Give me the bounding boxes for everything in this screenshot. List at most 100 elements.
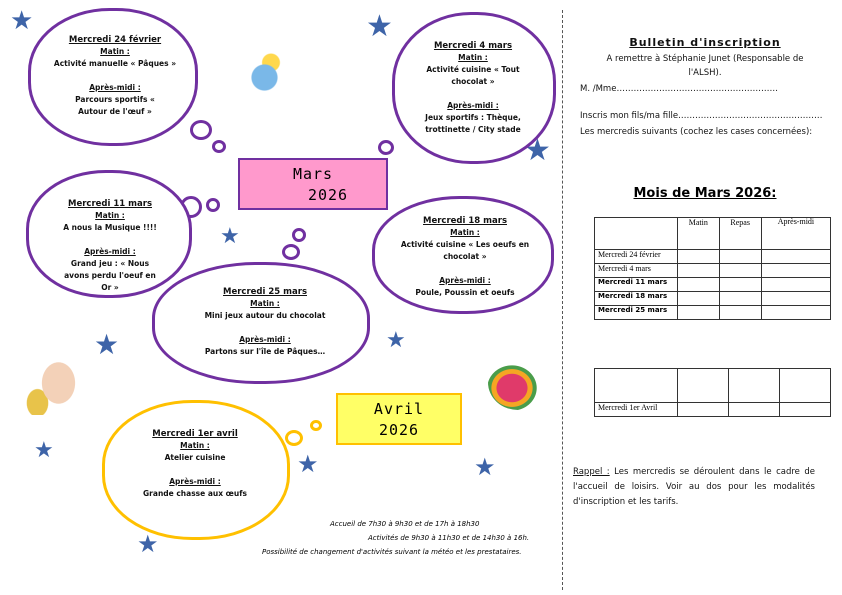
child-name-field[interactable]: Inscris mon fils/ma fille………………………………………… (580, 111, 823, 121)
table-header: Après-midi (760, 217, 832, 250)
matin-label: Matin : (458, 53, 488, 62)
star-icon: ★ (34, 438, 54, 463)
apres-midi-activity: Grande chasse aux œufs (143, 489, 247, 498)
matin-activity: Activité manuelle « Pâques » (53, 59, 177, 68)
form-instructions: Les mercredis suivants (cochez les cases… (580, 127, 813, 137)
rappel-text: Les mercredis se déroulent dans le cadre… (573, 467, 816, 507)
checkbox-repas[interactable] (718, 263, 762, 278)
row-label: Mercredi 11 mars (594, 277, 678, 292)
apres-midi-label: Après-midi : (439, 276, 491, 285)
avril-registration-table: Mercredi 1er Avril (594, 368, 831, 417)
row-label: Mercredi 25 mars (594, 305, 678, 320)
day-date: Mercredi 11 mars (68, 199, 152, 209)
cloud-bubble (190, 120, 212, 140)
row-label: Mercredi 24 février (594, 249, 678, 264)
checkbox-matin[interactable] (677, 263, 720, 278)
cut-line (562, 10, 563, 590)
table-row: Mercredi 11 mars (594, 277, 832, 292)
mars-registration-table: Matin Repas Après-midi Mercredi 24 févri… (594, 217, 832, 320)
cloud-bubble (212, 140, 226, 153)
rappel-label: Rappel : (573, 467, 610, 477)
hours-accueil: Accueil de 7h30 à 9h30 et de 17h à 18h30 (330, 520, 480, 528)
star-icon: ★ (94, 328, 120, 361)
star-icon: ★ (220, 224, 240, 249)
apres-midi-activity: Parcours sportifs « Autour de l'œuf » (75, 95, 155, 116)
day-date: Mercredi 18 mars (423, 216, 507, 226)
matin-label: Matin : (250, 299, 280, 308)
apres-midi-activity: Jeux sportifs : Thèque, trottinette / Ci… (425, 113, 521, 134)
month-title: Mois de Mars 2026: (633, 186, 777, 201)
apres-midi-activity: Grand jeu : « Nous avons perdu l'oeuf en… (64, 259, 156, 292)
day-date: Mercredi 24 février (68, 35, 162, 45)
cloud-18-mars (372, 196, 554, 314)
checkbox-repas[interactable] (728, 402, 780, 417)
day-date: Mercredi 4 mars (433, 41, 513, 51)
table-row: Mercredi 4 mars (594, 263, 832, 278)
checkbox-matin[interactable] (677, 402, 729, 417)
day-date: Mercredi 25 mars (223, 287, 307, 297)
checkbox-repas[interactable] (718, 305, 762, 320)
apres-midi-label: Après-midi : (447, 101, 499, 110)
checkbox-apres-midi[interactable] (760, 249, 832, 264)
row-label: Mercredi 4 mars (594, 263, 678, 278)
checkbox-matin[interactable] (677, 277, 720, 292)
checkbox-apres-midi[interactable] (779, 402, 831, 417)
star-icon: ★ (386, 328, 406, 353)
checkbox-repas[interactable] (718, 277, 762, 292)
star-icon: ★ (10, 6, 34, 36)
table-row: Mercredi 24 février (594, 249, 832, 264)
easter-egg-illustration (488, 355, 548, 410)
checkbox-apres-midi[interactable] (760, 291, 832, 306)
matin-activity: Mini jeux autour du chocolat (204, 311, 326, 320)
checkbox-matin[interactable] (677, 291, 720, 306)
table-row: Mercredi 25 mars (594, 305, 832, 320)
apres-midi-activity: Poule, Poussin et oeufs (415, 288, 515, 297)
star-icon: ★ (366, 9, 393, 44)
hours-activites: Activités de 9h30 à 11h30 et de 14h30 à … (368, 534, 530, 542)
apres-midi-activity: Partons sur l'île de Pâques… (204, 347, 326, 356)
matin-activity: Activité cuisine « Tout chocolat » (426, 65, 520, 86)
banner-month: Avril (373, 400, 425, 418)
easter-bunny-illustration (20, 335, 90, 415)
form-title: Bulletin d'inscription (629, 36, 781, 49)
banner-year: 2026 (378, 421, 420, 439)
checkbox-apres-midi[interactable] (760, 305, 832, 320)
cloud-4-mars (392, 12, 556, 164)
cloud-bubble (285, 430, 303, 446)
mars-banner: Mars 2026 (238, 158, 388, 210)
row-label: Mercredi 1er Avril (594, 402, 678, 417)
checkbox-apres-midi[interactable] (760, 263, 832, 278)
star-icon: ★ (137, 530, 159, 558)
apres-midi-label: Après-midi : (169, 477, 221, 486)
parent-name-field[interactable]: M. /Mme………………………………………………… (580, 84, 778, 94)
checkbox-matin[interactable] (677, 305, 720, 320)
banner-month: Mars (292, 165, 334, 183)
apres-midi-label: Après-midi : (84, 247, 136, 256)
checkbox-repas[interactable] (718, 249, 762, 264)
checkbox-repas[interactable] (718, 291, 762, 306)
cloud-bubble (378, 140, 394, 155)
cloud-24-fevrier (28, 8, 198, 146)
matin-activity: Activité cuisine « Les oeufs en chocolat… (400, 240, 530, 261)
banner-year: 2026 (307, 186, 349, 204)
matin-label: Matin : (450, 228, 480, 237)
cloud-bubble (292, 228, 306, 242)
children-dancing-illustration (232, 40, 362, 115)
apres-midi-label: Après-midi : (89, 83, 141, 92)
apres-midi-label: Après-midi : (239, 335, 291, 344)
matin-label: Matin : (100, 47, 130, 56)
row-label: Mercredi 18 mars (594, 291, 678, 306)
matin-label: Matin : (180, 441, 210, 450)
avril-banner: Avril 2026 (336, 393, 462, 445)
matin-activity: A nous la Musique !!!! (63, 223, 157, 232)
cloud-11-mars (26, 170, 192, 298)
star-icon: ★ (474, 453, 496, 481)
cloud-bubble (282, 244, 300, 260)
matin-activity: Atelier cuisine (164, 453, 226, 462)
weather-notice: Possibilité de changement d'activités su… (262, 548, 522, 556)
checkbox-apres-midi[interactable] (760, 277, 832, 292)
rappel-note: Rappel : Les mercredis se déroulent dans… (573, 465, 815, 510)
table-header: Matin (677, 217, 720, 250)
table-header (594, 217, 678, 250)
checkbox-matin[interactable] (677, 249, 720, 264)
